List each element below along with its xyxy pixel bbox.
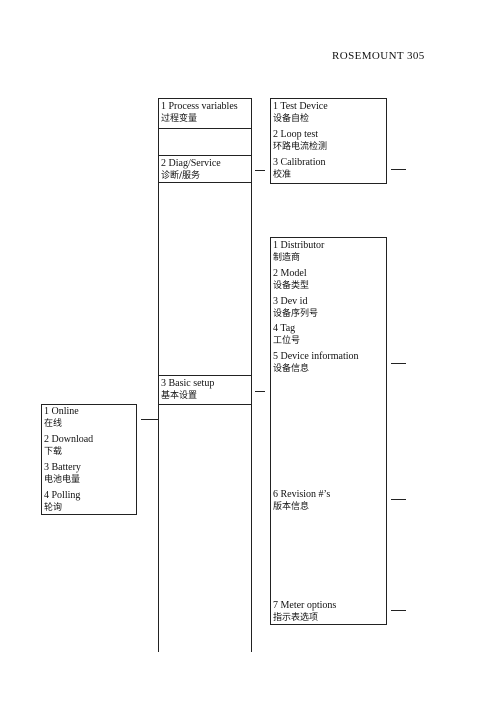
menu-item-online-cn: 在线 xyxy=(44,419,63,429)
menu-item-tag[interactable]: 4 Tag 工位号 xyxy=(273,323,300,347)
menu-item-battery-label: 3 Battery xyxy=(44,462,81,473)
level2-divider-1 xyxy=(158,128,252,129)
menu-item-polling-cn: 轮询 xyxy=(44,503,63,513)
menu-item-loop-test-cn: 环路电流检测 xyxy=(273,142,328,152)
level2-top-border xyxy=(158,98,252,99)
menu-item-basic-setup-label: 3 Basic setup xyxy=(161,378,215,389)
connector-meter-options xyxy=(391,610,406,611)
menu-item-polling[interactable]: 4 Polling 轮询 xyxy=(44,490,80,514)
menu-item-model[interactable]: 2 Model 设备类型 xyxy=(273,268,309,292)
menu-item-calibration-cn: 校准 xyxy=(273,170,292,180)
diag-service-menu-box xyxy=(270,98,387,184)
connector-diag-service xyxy=(255,170,265,171)
menu-item-meter-options-label: 7 Meter options xyxy=(273,600,337,611)
menu-item-dev-id-label: 3 Dev id xyxy=(273,296,308,307)
menu-item-polling-label: 4 Polling xyxy=(44,490,81,501)
menu-item-tag-cn: 工位号 xyxy=(273,336,301,346)
menu-item-process-variables[interactable]: 1 Process variables 过程变量 xyxy=(161,101,238,125)
level1-menu-box xyxy=(41,404,137,515)
connector-online xyxy=(141,419,158,420)
connector-device-information xyxy=(391,363,406,364)
menu-item-dev-id-cn: 设备序列号 xyxy=(273,309,319,319)
menu-item-distributor-label: 1 Distributor xyxy=(273,240,325,251)
menu-item-revision[interactable]: 6 Revision #’s 版本信息 xyxy=(273,489,330,513)
menu-item-download[interactable]: 2 Download 下载 xyxy=(44,434,93,458)
menu-item-process-variables-cn: 过程变量 xyxy=(161,114,198,124)
menu-item-diag-service-cn: 诊断/服务 xyxy=(161,171,201,181)
menu-item-revision-cn: 版本信息 xyxy=(273,502,310,512)
menu-item-revision-label: 6 Revision #’s xyxy=(273,489,331,500)
menu-item-online[interactable]: 1 Online 在线 xyxy=(44,406,79,430)
menu-item-online-label: 1 Online xyxy=(44,406,79,417)
menu-item-loop-test[interactable]: 2 Loop test 环路电流检测 xyxy=(273,129,327,153)
menu-item-diag-service-label: 2 Diag/Service xyxy=(161,158,221,169)
menu-item-test-device-label: 1 Test Device xyxy=(273,101,328,112)
document-header: ROSEMOUNT 305 xyxy=(332,50,425,62)
menu-item-meter-options-cn: 指示表选项 xyxy=(273,613,319,623)
menu-item-process-variables-label: 1 Process variables xyxy=(161,101,238,112)
menu-item-device-information-cn: 设备信息 xyxy=(273,364,310,374)
connector-basic-setup xyxy=(255,391,265,392)
menu-item-device-information-label: 5 Device information xyxy=(273,351,359,362)
menu-item-battery[interactable]: 3 Battery 电池电量 xyxy=(44,462,81,486)
connector-calibration xyxy=(391,169,406,170)
menu-item-basic-setup[interactable]: 3 Basic setup 基本设置 xyxy=(161,378,214,402)
menu-item-distributor[interactable]: 1 Distributor 制造商 xyxy=(273,240,324,264)
menu-item-model-cn: 设备类型 xyxy=(273,281,310,291)
menu-item-dev-id[interactable]: 3 Dev id 设备序列号 xyxy=(273,296,318,320)
level2-divider-2 xyxy=(158,155,252,156)
menu-item-download-cn: 下载 xyxy=(44,447,63,457)
menu-item-diag-service[interactable]: 2 Diag/Service 诊断/服务 xyxy=(161,158,221,182)
menu-item-calibration-label: 3 Calibration xyxy=(273,157,326,168)
menu-item-meter-options[interactable]: 7 Meter options 指示表选项 xyxy=(273,600,336,624)
basic-setup-menu-box xyxy=(270,237,387,625)
menu-item-battery-cn: 电池电量 xyxy=(44,475,81,485)
menu-item-distributor-cn: 制造商 xyxy=(273,253,301,263)
menu-item-test-device[interactable]: 1 Test Device 设备自检 xyxy=(273,101,328,125)
menu-item-device-information[interactable]: 5 Device information 设备信息 xyxy=(273,351,359,375)
menu-item-tag-label: 4 Tag xyxy=(273,323,296,334)
menu-item-model-label: 2 Model xyxy=(273,268,307,279)
level2-divider-3 xyxy=(158,182,252,183)
menu-item-test-device-cn: 设备自检 xyxy=(273,114,310,124)
menu-item-calibration[interactable]: 3 Calibration 校准 xyxy=(273,157,326,181)
level2-divider-4 xyxy=(158,375,252,376)
connector-revision xyxy=(391,499,406,500)
menu-item-basic-setup-cn: 基本设置 xyxy=(161,391,198,401)
level2-divider-5 xyxy=(158,404,252,405)
menu-item-download-label: 2 Download xyxy=(44,434,94,445)
menu-item-loop-test-label: 2 Loop test xyxy=(273,129,318,140)
